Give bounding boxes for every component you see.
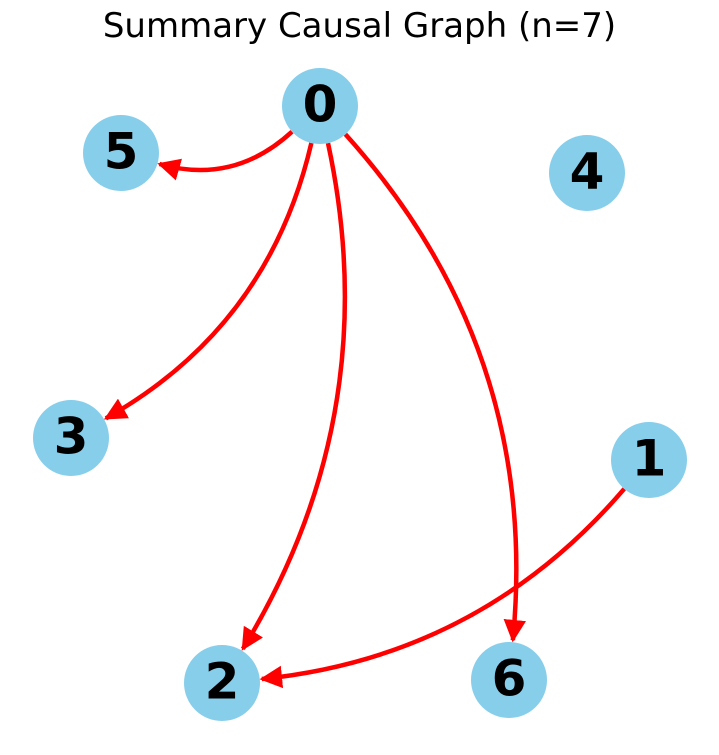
node-2-circle <box>184 645 260 721</box>
edges-layer <box>103 130 626 689</box>
node-2: 2 <box>184 645 260 721</box>
node-6: 6 <box>471 642 547 718</box>
nodes-layer: 0 1 2 3 4 5 6 <box>33 68 687 721</box>
node-1: 1 <box>611 422 687 498</box>
node-3-circle <box>33 400 109 476</box>
node-4-label: 4 <box>570 143 605 201</box>
edge-0-to-6 <box>343 132 526 643</box>
graph-title: Summary Causal Graph (n=7) <box>102 6 617 46</box>
node-6-circle <box>471 642 547 718</box>
node-5-circle <box>83 115 159 191</box>
node-2-label: 2 <box>205 653 240 711</box>
node-0-label: 0 <box>303 76 338 134</box>
edge-1-to-2 <box>259 487 626 689</box>
node-4: 4 <box>549 135 625 211</box>
edge-0-to-5 <box>157 130 294 181</box>
node-5: 5 <box>83 115 159 191</box>
node-4-circle <box>549 135 625 211</box>
node-5-label: 5 <box>104 123 139 181</box>
node-3: 3 <box>33 400 109 476</box>
edge-0-to-2 <box>240 142 348 651</box>
edge-0-to-3 <box>103 142 314 421</box>
node-0-circle <box>282 68 358 144</box>
node-0: 0 <box>282 68 358 144</box>
node-1-circle <box>611 422 687 498</box>
node-1-label: 1 <box>632 430 667 488</box>
node-6-label: 6 <box>492 650 527 708</box>
node-3-label: 3 <box>54 408 89 466</box>
